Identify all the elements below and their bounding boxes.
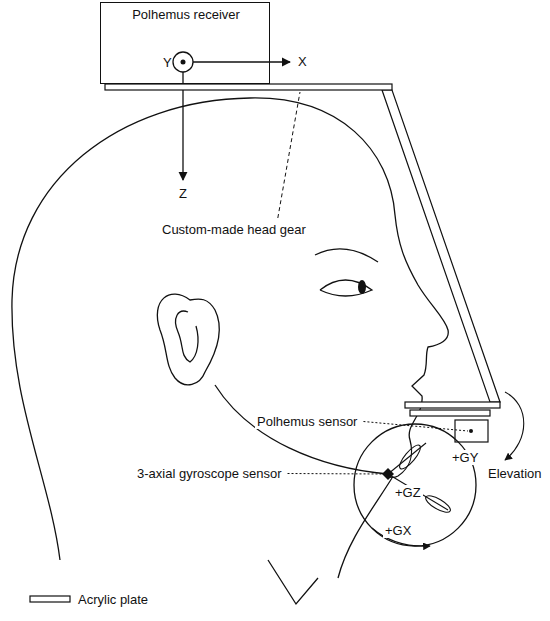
gyro-circle: +GY +GZ +GX <box>353 423 477 547</box>
top-plate <box>105 84 392 90</box>
gy-rotation <box>397 442 424 471</box>
y-axis-dot <box>181 60 186 65</box>
gz-axis <box>388 474 448 510</box>
part-name: Polhemus sensor <box>255 414 359 429</box>
leader-line <box>278 92 300 218</box>
x-axis-arrow <box>193 61 290 62</box>
part-name: 3-axial gyroscope sensor <box>135 466 284 481</box>
head-outline <box>12 98 448 560</box>
gz-rotation <box>423 493 452 516</box>
elevation-arrow <box>505 392 524 460</box>
leader-line <box>363 422 468 432</box>
part-name: Custom-made head gear <box>160 222 308 237</box>
legend-text: Acrylic plate <box>76 592 150 607</box>
pupil <box>358 280 366 294</box>
brow-line <box>315 249 378 262</box>
axis-label: +GY <box>450 450 480 465</box>
leader-line <box>288 473 382 475</box>
legend-sample <box>30 596 70 602</box>
axis-label: Z <box>177 186 189 201</box>
receiver-box: Polhemus receiverY <box>100 2 270 84</box>
device-name: Polhemus receiver <box>132 7 240 22</box>
axis-label: X <box>296 54 309 69</box>
polhemus-sensor-box <box>455 420 488 442</box>
motion-label: Elevation <box>486 466 543 481</box>
sensor-dot <box>469 429 473 433</box>
circle-outline <box>354 424 476 546</box>
axis-label: +GZ <box>393 485 423 500</box>
axis-label: Y <box>163 55 172 70</box>
diagonal-plate <box>382 90 500 402</box>
chin-plate-lower <box>410 410 490 416</box>
y-axis-symbol <box>173 52 193 72</box>
gy-axis <box>388 443 426 474</box>
axis-label: +GX <box>383 523 413 538</box>
jaw-line <box>215 385 388 474</box>
chin-plate <box>405 402 500 408</box>
ear <box>157 294 219 385</box>
ear-inner <box>176 311 198 362</box>
eye <box>320 280 372 296</box>
collar-line <box>268 560 318 604</box>
